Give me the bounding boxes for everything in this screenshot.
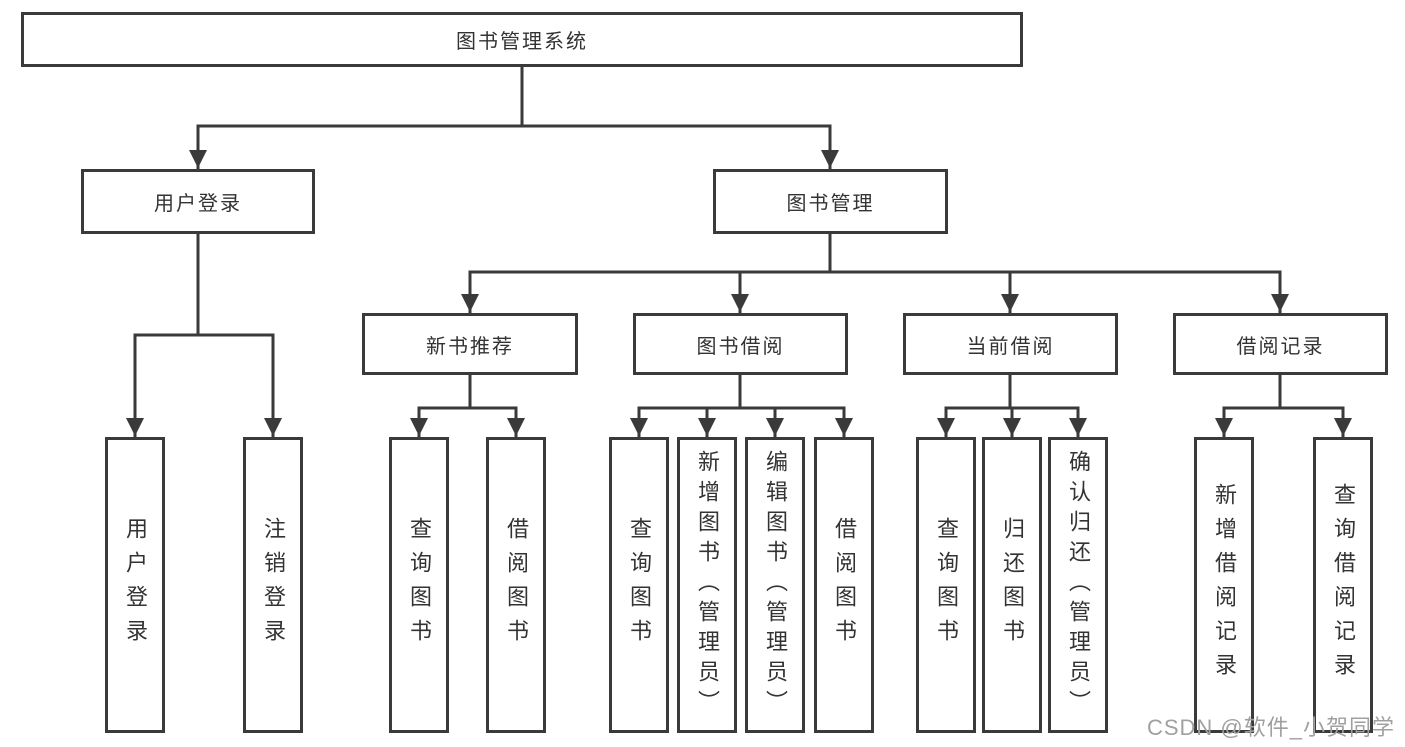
leaf-borrow-books-recommend: 借阅图书 — [486, 437, 546, 733]
leaf-borrow-books-2-label: 借阅图书 — [832, 517, 857, 653]
connector-current-borrow-children — [937, 373, 1087, 438]
node-root-system: 图书管理系统 — [21, 12, 1023, 67]
connector-book-management-children — [461, 231, 1289, 314]
leaf-return-books-label: 归还图书 — [1000, 517, 1025, 653]
leaf-query-books-recommend: 查询图书 — [389, 437, 449, 733]
leaf-add-book-admin-label: 新增图书（管理员） — [695, 450, 720, 720]
leaf-edit-book-admin: 编辑图书（管理员） — [745, 437, 805, 733]
leaf-query-books-recommend-label: 查询图书 — [407, 517, 432, 653]
leaf-borrow-books-recommend-label: 借阅图书 — [504, 517, 529, 653]
csdn-watermark: CSDN @软件_小贺同学 — [1146, 715, 1395, 740]
node-user-login-label: 用户登录 — [154, 193, 242, 215]
leaf-edit-book-admin-label: 编辑图书（管理员） — [763, 450, 788, 720]
leaf-logout-login-label: 注销登录 — [261, 517, 286, 653]
leaf-return-books: 归还图书 — [982, 437, 1042, 733]
leaf-confirm-return-admin-label: 确认归还（管理员） — [1066, 450, 1091, 720]
connector-root-to-level2 — [189, 65, 839, 170]
node-borrow-records: 借阅记录 — [1173, 313, 1388, 375]
leaf-add-borrow-record-label: 新增借阅记录 — [1212, 483, 1237, 687]
leaf-borrow-books-2: 借阅图书 — [814, 437, 874, 733]
leaf-add-borrow-record: 新增借阅记录 — [1194, 437, 1254, 733]
leaf-query-books-current-label: 查询图书 — [934, 517, 959, 653]
leaf-user-login: 用户登录 — [105, 437, 165, 733]
node-new-book-recommend: 新书推荐 — [362, 313, 578, 375]
node-book-management-label: 图书管理 — [786, 193, 875, 215]
node-user-login: 用户登录 — [81, 169, 315, 234]
leaf-query-borrow-record: 查询借阅记录 — [1313, 437, 1373, 733]
node-borrow-records-label: 借阅记录 — [1236, 335, 1325, 358]
leaf-logout-login: 注销登录 — [243, 437, 303, 733]
leaf-query-books-borrow-label: 查询图书 — [627, 517, 652, 653]
connector-book-borrow-children — [630, 373, 853, 438]
leaf-query-borrow-record-label: 查询借阅记录 — [1331, 483, 1356, 687]
node-book-borrow-label: 图书借阅 — [696, 335, 785, 358]
node-book-borrow: 图书借阅 — [633, 313, 848, 375]
connector-user-login-children — [126, 231, 282, 438]
leaf-query-books-current: 查询图书 — [916, 437, 976, 733]
leaf-confirm-return-admin: 确认归还（管理员） — [1048, 437, 1108, 733]
node-book-management: 图书管理 — [713, 169, 948, 234]
connector-new-book-recommend-children — [410, 373, 525, 438]
node-current-borrow: 当前借阅 — [903, 313, 1118, 375]
node-current-borrow-label: 当前借阅 — [966, 335, 1055, 358]
connector-borrow-records-children — [1215, 373, 1352, 438]
leaf-user-login-label: 用户登录 — [123, 517, 148, 653]
node-new-book-recommend-label: 新书推荐 — [426, 335, 514, 358]
leaf-query-books-borrow: 查询图书 — [609, 437, 669, 733]
leaf-add-book-admin: 新增图书（管理员） — [677, 437, 737, 733]
node-root-system-label: 图书管理系统 — [456, 31, 588, 53]
